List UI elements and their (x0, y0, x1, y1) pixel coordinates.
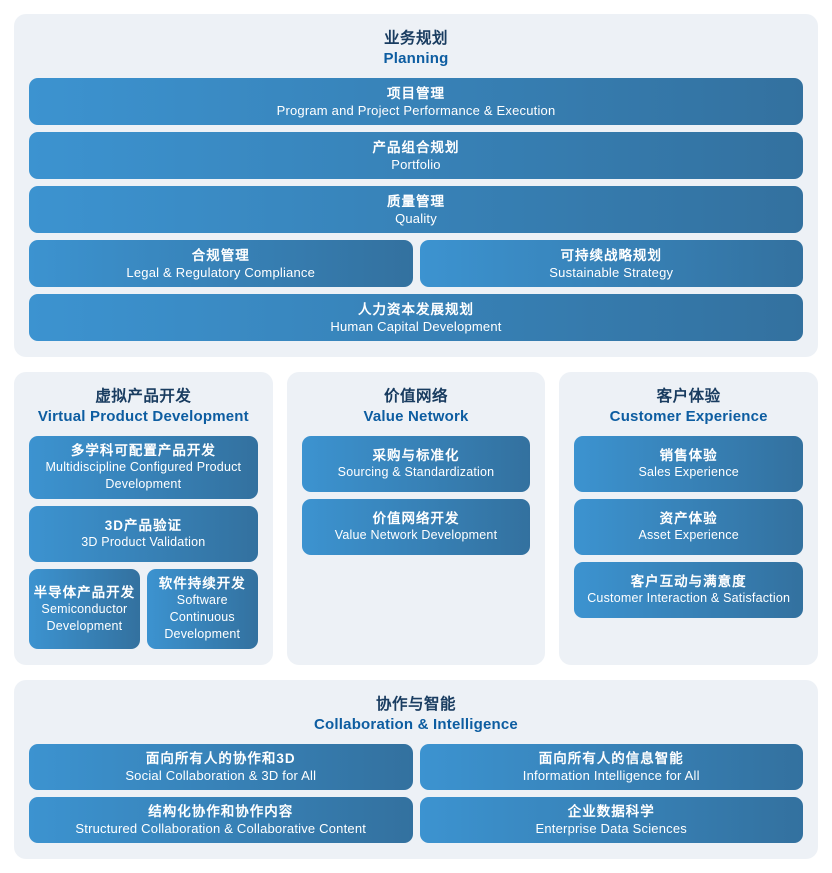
tile-en-label: Sales Experience (638, 465, 739, 479)
tile-zh-label: 结构化协作和协作内容 (148, 804, 294, 819)
vn-heading: 价值网络 Value Network (302, 387, 531, 426)
tile-information-intelligence[interactable]: 面向所有人的信息智能 Information Intelligence for … (419, 744, 803, 790)
tile-en-label: Structured Collaboration & Collaborative… (75, 821, 367, 836)
vpd-title-zh: 虚拟产品开发 (95, 388, 192, 405)
tile-en-label: Enterprise Data Sciences (535, 821, 687, 836)
tile-zh-label: 人力资本发展规划 (358, 301, 474, 317)
tile-zh-label: 客户互动与满意度 (630, 574, 747, 589)
tile-zh-label: 面向所有人的协作和3D (145, 751, 296, 766)
vn-title-zh: 价值网络 (384, 388, 449, 405)
planning-row-4: 合规管理 Legal & Regulatory Compliance 可持续战略… (29, 240, 803, 287)
cx-heading: 客户体验 Customer Experience (574, 387, 803, 426)
planning-row-5: 人力资本发展规划 Human Capital Development (29, 294, 803, 341)
tile-en-label: Quality (395, 210, 437, 226)
vpd-boxes: 多学科可配置产品开发 Multidiscipline Configured Pr… (29, 436, 258, 649)
tile-en-label: Software Continuous Development (164, 593, 241, 641)
tile-zh-label: 多学科可配置产品开发 (70, 443, 216, 458)
ci-title-en: Collaboration & Intelligence (314, 716, 518, 733)
tile-semiconductor[interactable]: 半导体产品开发 Semiconductor Development (29, 569, 140, 649)
tile-zh-label: 面向所有人的信息智能 (538, 751, 684, 766)
tile-zh-label: 采购与标准化 (372, 448, 460, 463)
tile-zh-label: 3D产品验证 (104, 518, 182, 533)
ci-title-zh: 协作与智能 (375, 696, 456, 713)
ci-grid: 面向所有人的协作和3D Social Collaboration & 3D fo… (29, 744, 803, 843)
vpd-title-en: Virtual Product Development (37, 408, 249, 425)
cx-boxes: 销售体验 Sales Experience 资产体验 Asset Experie… (574, 436, 804, 618)
planning-row-1: 项目管理 Program and Project Performance & E… (29, 78, 803, 125)
tile-program-management[interactable]: 项目管理 Program and Project Performance & E… (29, 78, 803, 125)
vpd-heading: 虚拟产品开发 Virtual Product Development (29, 387, 258, 426)
tile-human-capital[interactable]: 人力资本发展规划 Human Capital Development (29, 294, 803, 341)
section-collaboration-intelligence: 协作与智能 Collaboration & Intelligence 面向所有人… (14, 680, 818, 859)
tile-en-label: Asset Experience (638, 528, 739, 542)
tile-zh-label: 合规管理 (191, 247, 250, 263)
tile-social-collaboration[interactable]: 面向所有人的协作和3D Social Collaboration & 3D fo… (29, 744, 413, 790)
tile-en-label: Social Collaboration & 3D for All (125, 768, 317, 783)
planning-row-2: 产品组合规划 Portfolio (29, 132, 803, 179)
tile-en-label: Legal & Regulatory Compliance (126, 264, 316, 280)
tile-3d-validation[interactable]: 3D产品验证 3D Product Validation (29, 506, 258, 562)
tile-zh-label: 产品组合规划 (372, 139, 460, 155)
vn-title-en: Value Network (363, 408, 469, 425)
tile-sourcing[interactable]: 采购与标准化 Sourcing & Standardization (301, 436, 531, 492)
tile-legal-compliance[interactable]: 合规管理 Legal & Regulatory Compliance (29, 240, 413, 287)
tile-quality[interactable]: 质量管理 Quality (29, 186, 803, 233)
planning-heading: 业务规划 Planning (29, 29, 803, 68)
tile-en-label: Sourcing & Standardization (337, 465, 495, 479)
tile-zh-label: 半导体产品开发 (33, 584, 136, 600)
tile-en-label: Customer Interaction & Satisfaction (587, 591, 791, 605)
tile-en-label: Sustainable Strategy (549, 264, 674, 280)
section-customer-experience: 客户体验 Customer Experience 销售体验 Sales Expe… (559, 372, 819, 665)
tile-zh-label: 项目管理 (387, 85, 445, 101)
tile-customer-interaction[interactable]: 客户互动与满意度 Customer Interaction & Satisfac… (574, 562, 804, 618)
tile-multidiscipline[interactable]: 多学科可配置产品开发 Multidiscipline Configured Pr… (29, 436, 258, 499)
planning-title-zh: 业务规划 (383, 30, 448, 47)
tile-zh-label: 资产体验 (659, 511, 718, 526)
tile-enterprise-data-sciences[interactable]: 企业数据科学 Enterprise Data Sciences (419, 797, 803, 843)
tile-en-label: Information Intelligence for All (522, 768, 700, 783)
tile-en-label: Semiconductor Development (41, 601, 128, 633)
vpd-small-box-row: 半导体产品开发 Semiconductor Development 软件持续开发… (29, 569, 258, 649)
tile-en-label: Value Network Development (334, 528, 498, 542)
vn-boxes: 采购与标准化 Sourcing & Standardization 价值网络开发… (301, 436, 531, 555)
tile-zh-label: 质量管理 (387, 193, 445, 209)
tile-zh-label: 价值网络开发 (372, 511, 460, 526)
tile-structured-collaboration[interactable]: 结构化协作和协作内容 Structured Collaboration & Co… (29, 797, 413, 843)
section-value-network: 价值网络 Value Network 采购与标准化 Sourcing & Sta… (286, 372, 546, 665)
tile-portfolio[interactable]: 产品组合规划 Portfolio (29, 132, 803, 179)
planning-rows: 项目管理 Program and Project Performance & E… (29, 78, 803, 341)
middle-columns: 虚拟产品开发 Virtual Product Development 多学科可配… (14, 372, 819, 665)
tile-sales-experience[interactable]: 销售体验 Sales Experience (574, 436, 804, 492)
tile-zh-label: 软件持续开发 (158, 576, 246, 591)
planning-row-3: 质量管理 Quality (29, 186, 803, 233)
cx-title-en: Customer Experience (609, 408, 768, 425)
tile-sustainable-strategy[interactable]: 可持续战略规划 Sustainable Strategy (419, 240, 803, 287)
section-planning: 业务规划 Planning 项目管理 Program and Project P… (14, 14, 818, 357)
tile-zh-label: 销售体验 (659, 448, 718, 463)
tile-asset-experience[interactable]: 资产体验 Asset Experience (574, 499, 804, 555)
tile-zh-label: 可持续战略规划 (560, 247, 662, 263)
tile-software-continuous[interactable]: 软件持续开发 Software Continuous Development (146, 569, 258, 649)
section-virtual-product-development: 虚拟产品开发 Virtual Product Development 多学科可配… (14, 372, 273, 665)
tile-en-label: Human Capital Development (330, 318, 502, 334)
tile-en-label: Program and Project Performance & Execut… (276, 102, 556, 118)
tile-value-network-development[interactable]: 价值网络开发 Value Network Development (301, 499, 531, 555)
cx-title-zh: 客户体验 (656, 388, 721, 405)
tile-en-label: Portfolio (391, 156, 441, 172)
planning-title-en: Planning (383, 50, 449, 67)
ci-heading: 协作与智能 Collaboration & Intelligence (29, 695, 803, 734)
tile-en-label: 3D Product Validation (81, 535, 206, 549)
tile-en-label: Multidiscipline Configured Product Devel… (45, 460, 242, 491)
tile-zh-label: 企业数据科学 (567, 804, 655, 819)
